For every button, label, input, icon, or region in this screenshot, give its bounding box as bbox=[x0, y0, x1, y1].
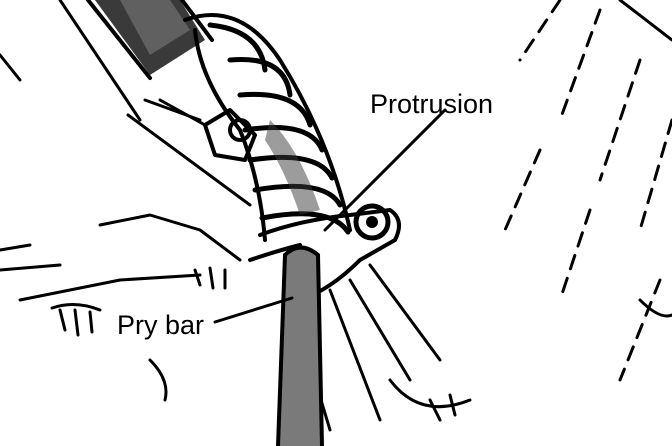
rubber-boot bbox=[183, 13, 352, 242]
protrusion-label: Protrusion bbox=[370, 89, 493, 119]
housing bbox=[248, 203, 472, 432]
pry-bar-leader-line bbox=[213, 296, 294, 324]
pry-bar bbox=[276, 245, 324, 446]
drive-shaft bbox=[86, 0, 214, 80]
background-dash-lines bbox=[503, 0, 672, 382]
protrusion-leader-line bbox=[323, 108, 447, 232]
frame-lines bbox=[0, 0, 252, 302]
bolt-heads bbox=[50, 266, 227, 337]
pry-bar-label: Pry bar bbox=[117, 310, 204, 340]
lower-details bbox=[0, 243, 457, 422]
boot-clamp bbox=[158, 98, 257, 162]
